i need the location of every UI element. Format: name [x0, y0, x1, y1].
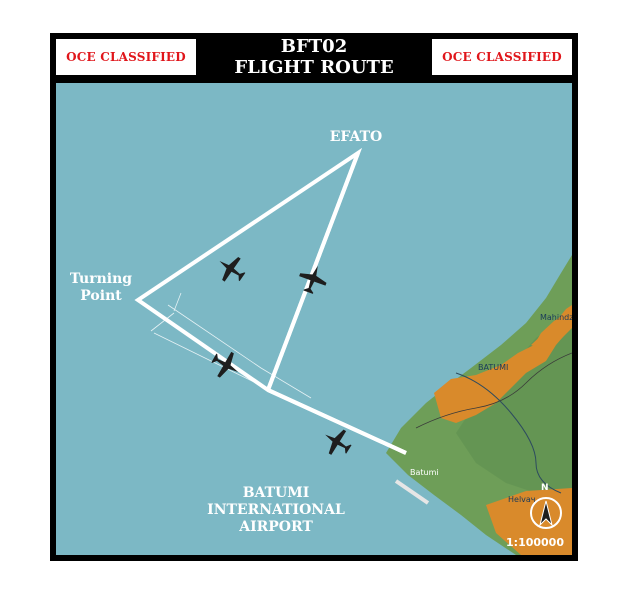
place-label-batumi-small: Batumi [410, 468, 439, 477]
urban-area-batumi [434, 315, 568, 423]
compass-icon [530, 497, 562, 529]
approach-path [150, 292, 317, 414]
title-line-2: FLIGHT ROUTE [234, 57, 394, 78]
aircraft-icon [211, 351, 239, 378]
classified-text-left: OCE CLASSIFIED [66, 50, 186, 64]
route-out [267, 388, 407, 455]
route-return [266, 152, 360, 391]
runway [394, 479, 430, 505]
classified-badge-right: OCE CLASSIFIED [432, 39, 572, 75]
turning-line-2: Point [80, 288, 122, 304]
compass-label: N [541, 483, 549, 493]
waypoint-label-turning-point: Turning Point [58, 271, 144, 305]
waypoint-label-airport: BATUMI INTERNATIONAL AIRPORT [186, 485, 366, 536]
river [455, 372, 562, 494]
urban-area-north [531, 305, 572, 351]
place-label-batumi: BATUMI [478, 363, 509, 372]
classified-text-right: OCE CLASSIFIED [442, 50, 562, 64]
map-title: BFT02 FLIGHT ROUTE [196, 36, 432, 78]
map-canvas[interactable]: EFATO Turning Point BATUMI INTERNATIONAL… [56, 83, 572, 555]
turning-line-1: Turning [69, 271, 133, 287]
aircraft-icon [299, 265, 327, 294]
classified-badge-left: OCE CLASSIFIED [56, 39, 196, 75]
airport-line-3: AIRPORT [239, 519, 313, 535]
title-line-1: BFT02 [280, 36, 348, 57]
road [415, 352, 572, 429]
route-line [134, 147, 407, 455]
aircraft-icon [219, 256, 246, 282]
map-frame: OCE CLASSIFIED BFT02 FLIGHT ROUTE OCE CL… [50, 33, 578, 561]
urban-area-helvachauri [486, 488, 572, 555]
airport-line-2: INTERNATIONAL [207, 502, 345, 518]
scale-label: 1:100000 [506, 536, 564, 549]
map-svg [134, 147, 572, 555]
place-label-helvachauri: Helvач [508, 495, 536, 504]
aircraft-icon [325, 429, 352, 455]
place-label-makhinjauri: Mahindz [540, 313, 572, 322]
header-bar: OCE CLASSIFIED BFT02 FLIGHT ROUTE OCE CL… [50, 33, 578, 83]
airport-line-1: BATUMI [242, 485, 310, 501]
waypoint-label-efato: EFATO [329, 129, 383, 145]
